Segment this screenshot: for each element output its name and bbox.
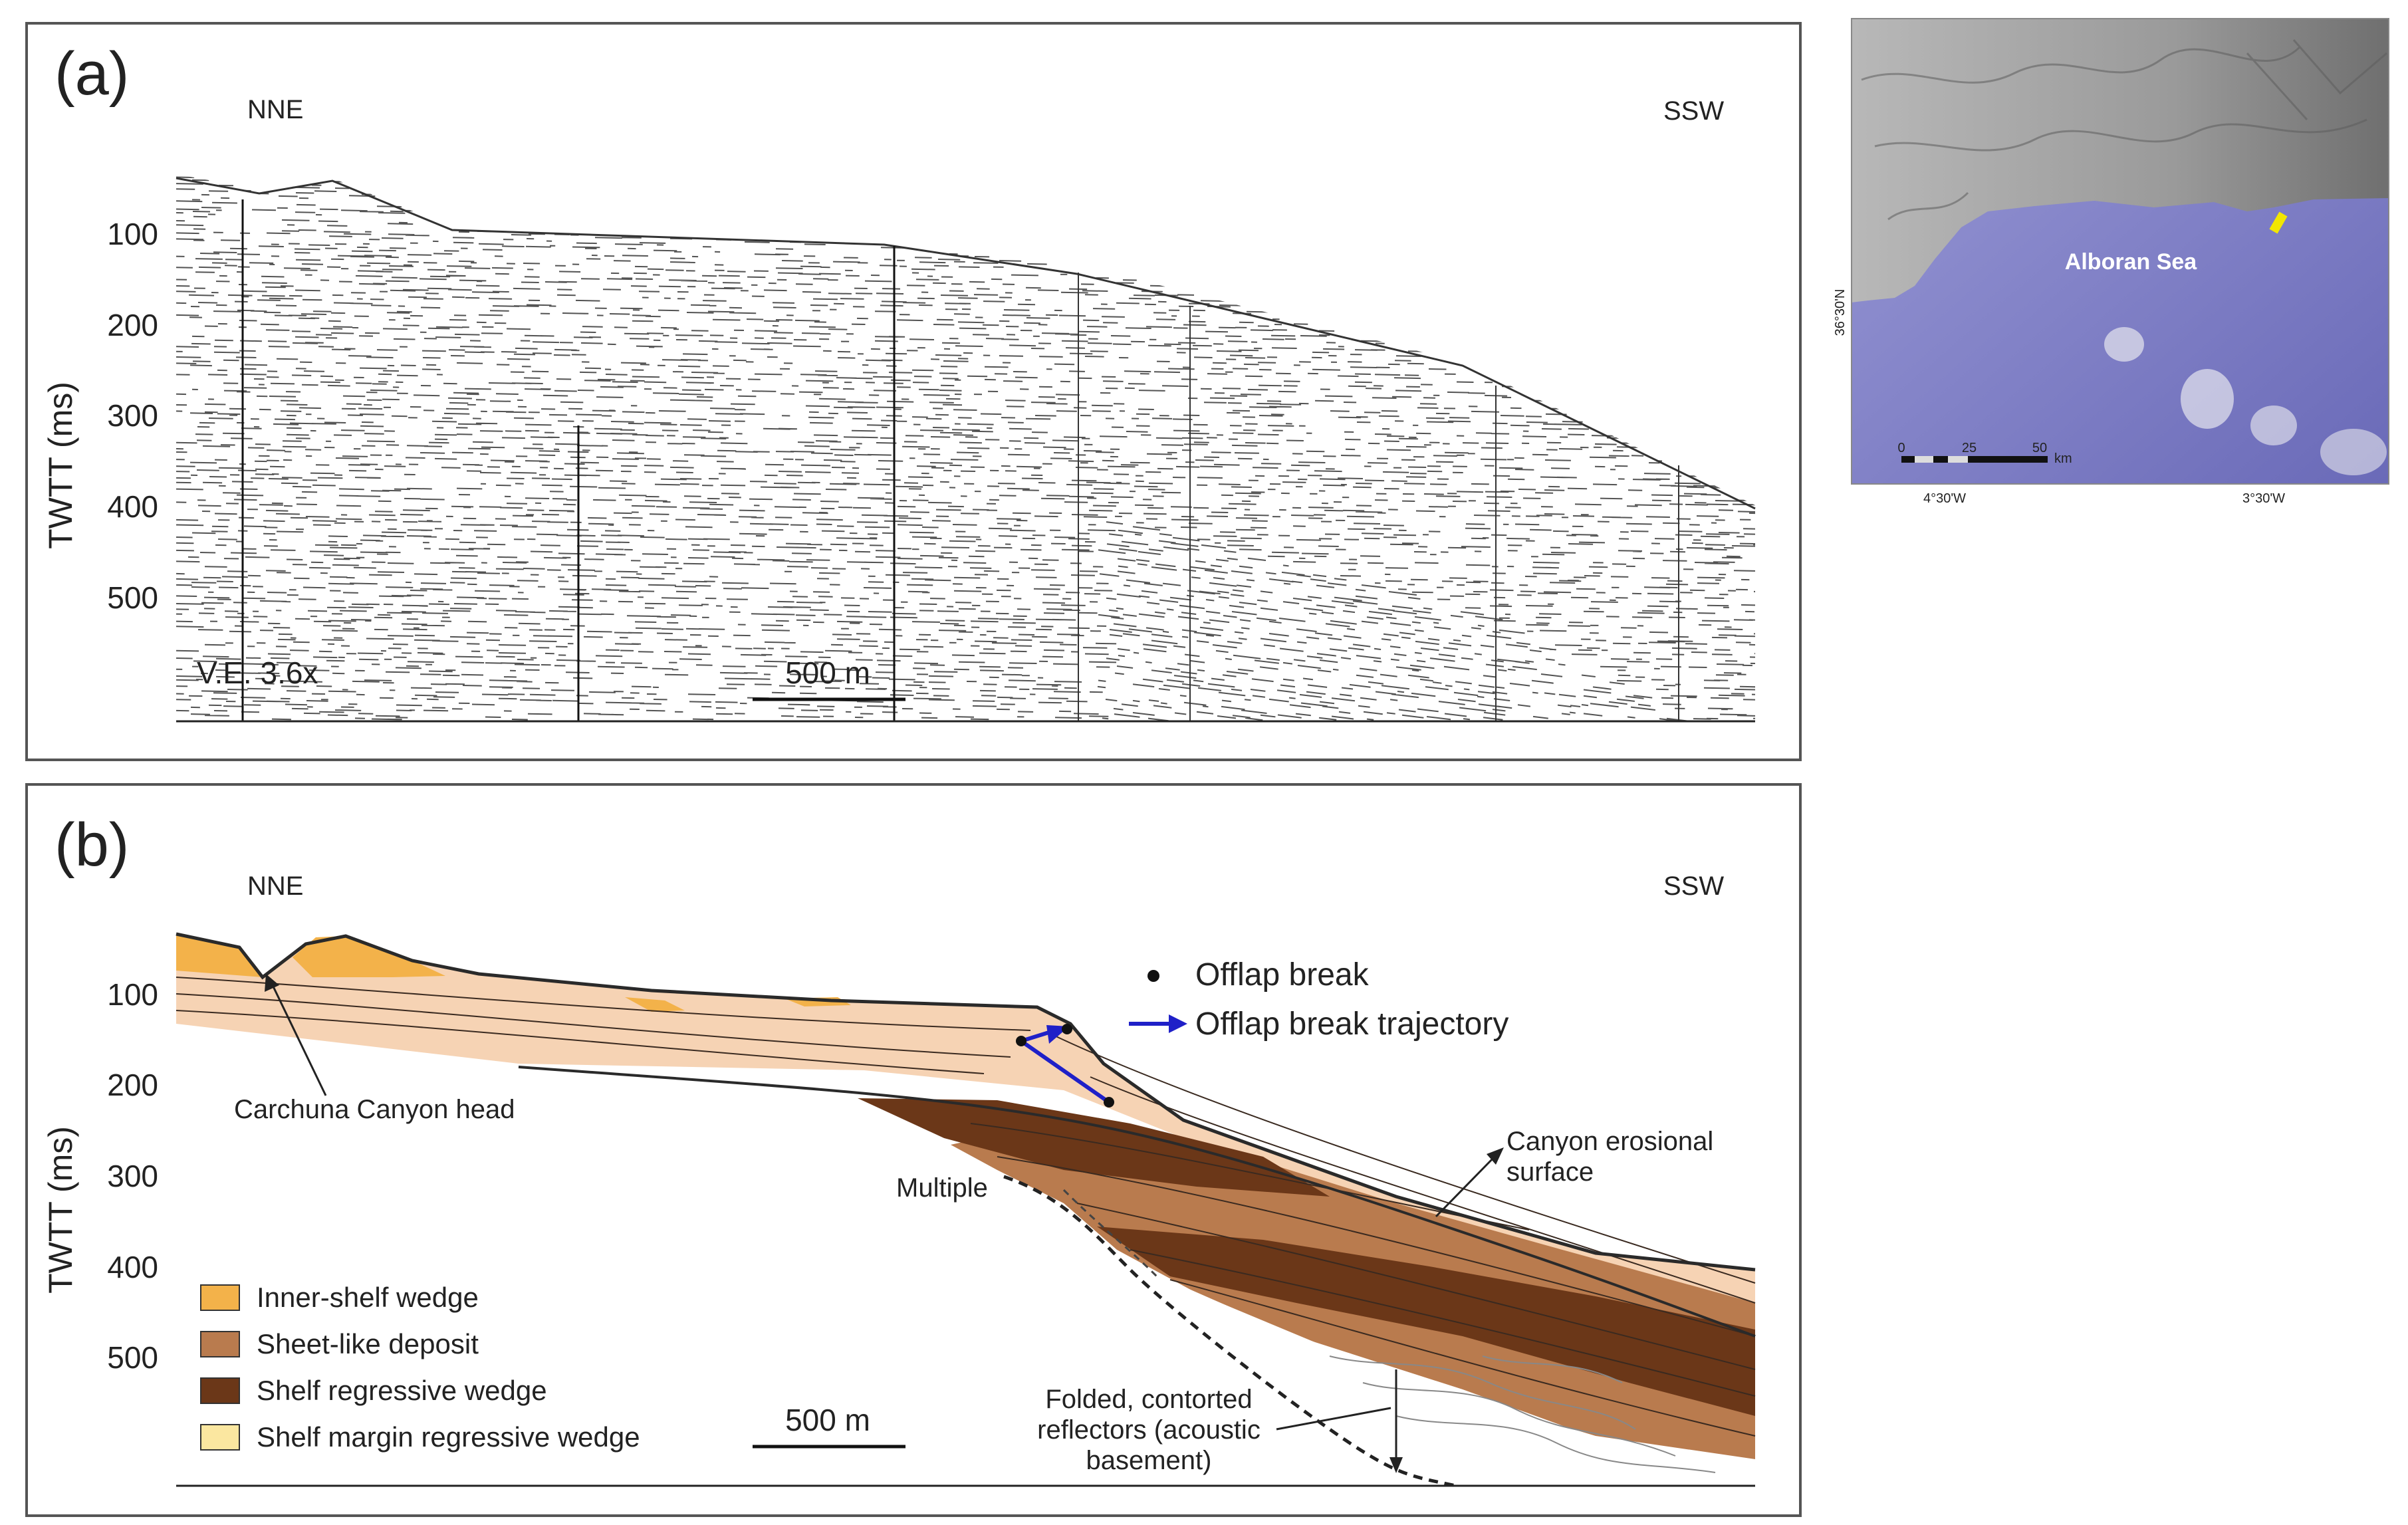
canyon-erosional-surface bbox=[518, 1066, 1756, 1338]
folded-reflectors-label: basement) bbox=[1086, 1446, 1212, 1475]
map-scale-tick: 25 bbox=[1962, 441, 1977, 455]
canyon-surface-label: Canyon erosional bbox=[1506, 1127, 1713, 1156]
folded-reflectors-label: reflectors (acoustic bbox=[1037, 1415, 1261, 1445]
legend-swatch-shelf-regressive bbox=[200, 1377, 240, 1404]
panel-a-y-tick: 500 bbox=[107, 580, 158, 615]
legend-swatch-sheet-like bbox=[200, 1331, 240, 1357]
legend: Inner-shelf wedge Sheet-like deposit She… bbox=[200, 1282, 640, 1453]
seafloor-line bbox=[176, 932, 1756, 1272]
interpreted-section bbox=[176, 932, 1756, 1488]
folded-reflectors-label: Folded, contorted bbox=[1045, 1385, 1252, 1414]
panel-a-y-axis-title: TWTT (ms) bbox=[42, 382, 79, 549]
latitude-label: 36°30'N bbox=[1833, 289, 1848, 336]
panel-a-y-tick: 200 bbox=[107, 308, 158, 342]
offlap-break-point bbox=[1104, 1097, 1114, 1108]
canyon-surface-arrowhead bbox=[1487, 1147, 1504, 1165]
seamount bbox=[2104, 327, 2144, 362]
map-scale-bar: 0 25 50 km bbox=[1897, 441, 2072, 466]
acoustic-basement bbox=[1130, 1263, 1755, 1486]
panel-a-y-tick: 100 bbox=[107, 217, 158, 251]
canyon-surface-pointer bbox=[1435, 1155, 1496, 1218]
map-scale-tick: 50 bbox=[2032, 441, 2047, 455]
multiple-label: Multiple bbox=[896, 1173, 988, 1203]
legend-label: Shelf margin regressive wedge bbox=[257, 1421, 640, 1453]
legend-label: Inner-shelf wedge bbox=[257, 1282, 479, 1313]
seismic-reflector-texture bbox=[176, 176, 1755, 721]
panel-b-label: (b) bbox=[55, 811, 129, 879]
seamount bbox=[2250, 406, 2297, 445]
map-scale-unit: km bbox=[2054, 451, 2072, 466]
seafloor-reflector bbox=[176, 177, 1756, 510]
offlap-break-key-dot bbox=[1147, 970, 1159, 982]
panel-b-scale-label: 500 m bbox=[785, 1403, 870, 1437]
offlap-break-point bbox=[1062, 1024, 1072, 1034]
folded-reflectors-pointer bbox=[1276, 1407, 1391, 1431]
panel-b-y-tick: 400 bbox=[107, 1250, 158, 1284]
canyon-head-pointer bbox=[271, 985, 327, 1096]
inner-shelf-wedge bbox=[625, 997, 685, 1012]
panel-b-y-tick: 300 bbox=[107, 1159, 158, 1193]
panel-b: (b) NNE SSW bbox=[25, 783, 1802, 1517]
legend-swatch-shelf-margin bbox=[200, 1424, 240, 1451]
folded-reflectors bbox=[1329, 1355, 1716, 1473]
canyon-head-label: Carchuna Canyon head bbox=[234, 1095, 515, 1124]
canyon-surface-label: surface bbox=[1506, 1157, 1594, 1187]
inner-shelf-wedge bbox=[293, 936, 445, 977]
shelf-regressive-wedge bbox=[858, 1098, 1330, 1197]
land-relief bbox=[1861, 39, 2387, 221]
top-sedimentary-unit bbox=[176, 934, 1755, 1336]
panel-a-direction-right: SSW bbox=[1663, 96, 1724, 126]
panel-a-direction-left: NNE bbox=[247, 95, 303, 124]
inner-shelf-wedge bbox=[176, 934, 263, 977]
canyon-head-arrowhead bbox=[265, 974, 279, 992]
folded-reflectors-arrowhead bbox=[1389, 1457, 1403, 1473]
legend-label: Shelf regressive wedge bbox=[257, 1375, 547, 1406]
panel-b-y-tick: 200 bbox=[107, 1068, 158, 1102]
longitude-label-left: 4°30'W bbox=[1923, 491, 1966, 506]
panel-b-direction-right: SSW bbox=[1663, 872, 1724, 901]
panel-a: (a) NNE SSW TWTT (ms) 100 200 300 400 50… bbox=[25, 22, 1802, 761]
profile-location-marker bbox=[2269, 211, 2288, 234]
land-area bbox=[1852, 19, 2389, 302]
offlap-trajectory bbox=[1016, 1024, 1114, 1108]
offlap-break-point bbox=[1016, 1036, 1026, 1046]
sea-label: Alboran Sea bbox=[2065, 249, 2197, 275]
seamount bbox=[2181, 369, 2234, 429]
offlap-trajectory-key-arrow bbox=[1169, 1014, 1187, 1033]
multiple-reflector bbox=[1062, 1189, 1158, 1278]
panel-b-y-tick: 100 bbox=[107, 977, 158, 1012]
legend-swatch-inner-shelf bbox=[200, 1284, 240, 1311]
shelf-regressive-wedge bbox=[1097, 1227, 1755, 1416]
panel-a-label: (a) bbox=[55, 40, 129, 108]
panel-a-scale-label: 500 m bbox=[785, 655, 870, 690]
offlap-trajectory-key-label: Offlap break trajectory bbox=[1195, 1006, 1508, 1042]
vertical-exaggeration-label: V.E. 3.6x bbox=[197, 655, 318, 690]
legend-label: Sheet-like deposit bbox=[257, 1328, 479, 1359]
seamount bbox=[2320, 429, 2387, 475]
panel-a-y-tick: 400 bbox=[107, 489, 158, 524]
map-scale-tick: 0 bbox=[1897, 441, 1905, 455]
panel-b-y-axis-title: TWTT (ms) bbox=[42, 1126, 79, 1294]
inset-map: Alboran Sea 0 25 50 km 36°30'N 4°30'W 3°… bbox=[1833, 18, 2389, 506]
seismic-section bbox=[176, 176, 1756, 723]
panel-b-y-tick: 500 bbox=[107, 1340, 158, 1375]
inset-frame bbox=[1851, 18, 2389, 485]
offlap-break-key-label: Offlap break bbox=[1195, 957, 1370, 993]
panel-a-y-tick: 300 bbox=[107, 398, 158, 433]
panel-b-direction-left: NNE bbox=[247, 872, 303, 901]
longitude-label-right: 3°30'W bbox=[2242, 491, 2285, 506]
